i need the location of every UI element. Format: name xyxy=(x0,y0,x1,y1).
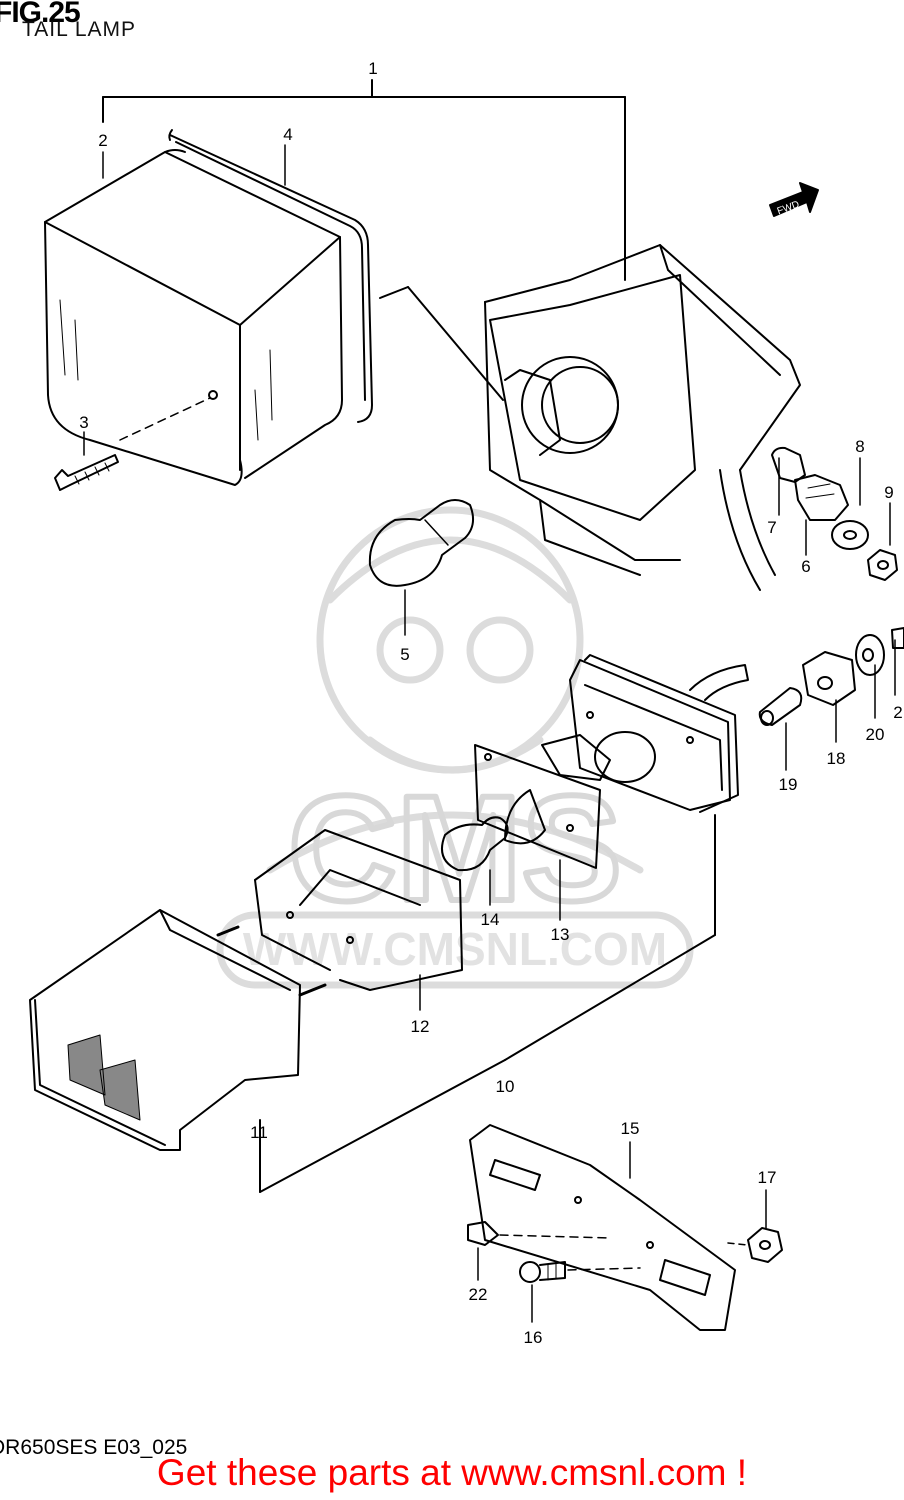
bulb-part-14 xyxy=(441,816,509,872)
callout-10: 10 xyxy=(496,1077,515,1096)
callout-4: 4 xyxy=(283,125,292,144)
trim-cap-part-22 xyxy=(467,1221,611,1246)
washer-part-20 xyxy=(855,634,885,676)
license-bracket-part-15 xyxy=(469,1124,736,1331)
figure-title: FIG.25 xyxy=(0,0,81,29)
callout-9: 9 xyxy=(884,483,893,502)
housing xyxy=(379,244,801,591)
bolt-part-16 xyxy=(519,1261,641,1283)
callout-labels: 1 2 4 3 5 8 9 7 6 20 2 18 19 14 13 12 10… xyxy=(79,59,902,1347)
callout-19: 19 xyxy=(779,775,798,794)
lens-part-2 xyxy=(44,149,343,486)
callout-12: 12 xyxy=(411,1017,430,1036)
callout-2: 2 xyxy=(98,131,107,150)
callout-15: 15 xyxy=(621,1119,640,1138)
assembly-bracket-10 xyxy=(259,814,716,1193)
nut-part-9 xyxy=(867,549,898,581)
callout-11: 11 xyxy=(250,1123,268,1142)
callout-3: 3 xyxy=(79,413,88,432)
callout-18: 18 xyxy=(827,749,846,768)
lens-cover-part-11 xyxy=(29,909,327,1151)
bracket-part-12 xyxy=(254,829,463,991)
watermark: CMS WWW.CMSNL.COM xyxy=(216,506,694,989)
watermark-url: WWW.CMSNL.COM xyxy=(243,923,667,975)
bulb-socket-part-6-7 xyxy=(771,446,849,521)
callout-20: 20 xyxy=(866,725,885,744)
bulb-part-5 xyxy=(368,499,475,587)
collar-part-19 xyxy=(758,687,803,726)
watermark-brand: CMS xyxy=(288,764,621,932)
nut-part-21 xyxy=(891,627,904,649)
assembly-bracket-1 xyxy=(102,79,626,281)
callout-5: 5 xyxy=(400,645,409,664)
screw-part-3 xyxy=(54,397,211,491)
callout-2b: 2 xyxy=(893,703,902,722)
grommet-part-18 xyxy=(802,651,856,706)
callout-7: 7 xyxy=(767,518,776,537)
callout-6: 6 xyxy=(801,557,810,576)
callout-8: 8 xyxy=(855,437,864,456)
callout-22: 22 xyxy=(469,1285,488,1304)
callout-13: 13 xyxy=(551,925,570,944)
callout-1: 1 xyxy=(368,59,377,78)
license-lamp-housing xyxy=(569,654,749,813)
figure-subtitle: TAIL LAMP xyxy=(22,18,137,41)
washer-part-8 xyxy=(831,520,869,550)
gasket-part-4 xyxy=(168,129,373,423)
nut-part-17 xyxy=(727,1227,783,1263)
footer-link[interactable]: Get these parts at www.cmsnl.com ! xyxy=(156,1452,748,1493)
socket-plate-part-13 xyxy=(474,731,656,869)
fwd-arrow: FWD xyxy=(769,182,819,217)
callout-17: 17 xyxy=(758,1168,777,1187)
callout-16: 16 xyxy=(524,1328,543,1347)
model-code: DR650SES E03_025 xyxy=(0,1436,188,1459)
callout-14: 14 xyxy=(481,910,500,929)
leader-lines xyxy=(83,144,896,1323)
